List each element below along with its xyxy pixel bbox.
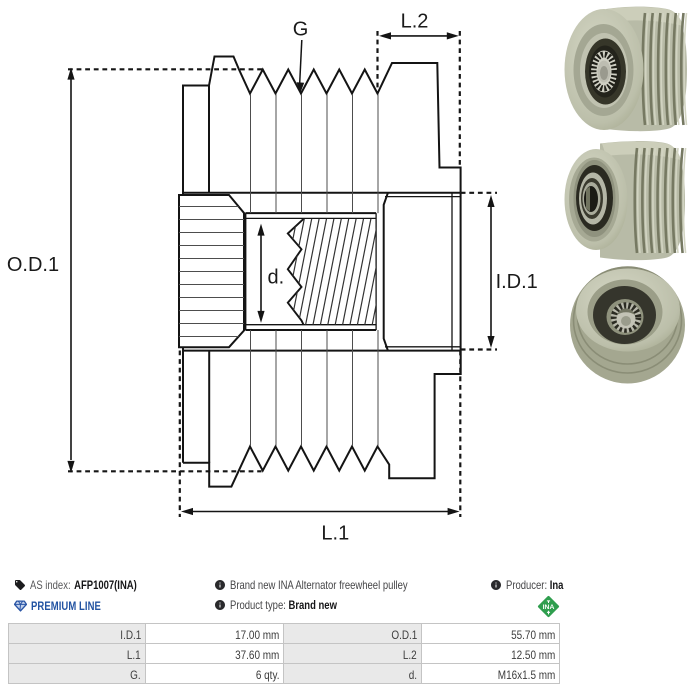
svg-text:L.2: L.2 (401, 11, 429, 33)
svg-text:INA: INA (543, 604, 555, 611)
svg-text:d.: d. (267, 267, 284, 289)
svg-text:G: G (293, 19, 309, 41)
svg-text:O.D.1: O.D.1 (7, 254, 59, 276)
svg-text:I.D.1: I.D.1 (496, 271, 538, 293)
svg-text:L.1: L.1 (321, 523, 349, 545)
